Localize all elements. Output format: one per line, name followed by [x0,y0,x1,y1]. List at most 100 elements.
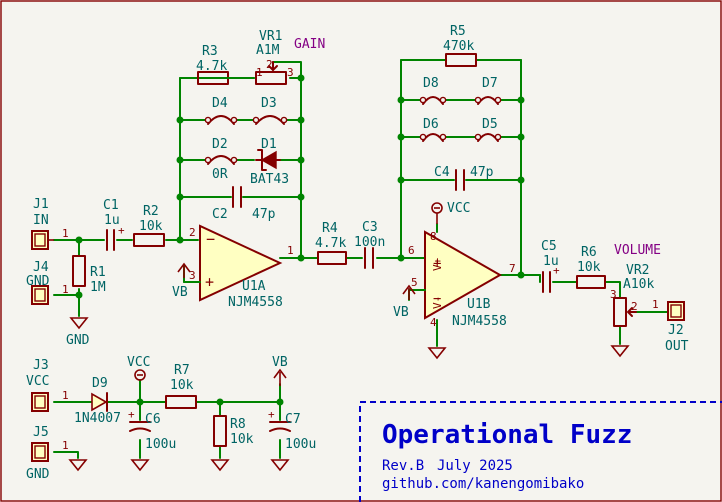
diode-jumper-d2: D2 0R [204,137,238,182]
j4-label: GND [26,274,50,289]
u1b-minus: − [433,291,441,307]
u1a-value: NJM4558 [228,295,283,310]
d9-ref: D9 [92,376,108,391]
r1-value: 1M [90,280,106,295]
vr1-ref: VR1 [259,29,282,44]
potentiometer-vr1: VR1 A1M 1 2 3 [255,29,294,85]
resistor-r5: R5 470k [443,24,477,67]
vcc-symbol-u1b: VCC [431,201,470,224]
j1-ref: J1 [33,197,49,212]
vr1-pin1: 1 [256,66,263,79]
j3-pin: 1 [62,389,69,402]
resistor-r7: R7 10k [165,363,197,409]
r4-value: 4.7k [315,236,346,251]
c7-value: 100u [285,437,316,452]
j3-label: VCC [26,374,49,389]
c5-value: 1u [543,254,559,269]
opamp-u1b: + − V+ V- 6 5 7 8 4 U1B NJM4558 [408,230,516,329]
c6-ref: C6 [145,412,161,427]
diode-d9: D9 1N4007 [74,376,121,426]
capacitor-c7: + C7 100u [268,408,316,452]
c5-ref: C5 [541,239,557,254]
r1-ref: R1 [90,265,106,280]
resistor-r4: R4 4.7k [315,221,347,265]
diode-jumper-d3: D3 [252,96,288,125]
connector-j5: J5 GND 1 [26,425,69,482]
r8-ref: R8 [230,417,246,432]
vb-symbol-u1b: VB [393,284,416,320]
u1a-pin1: 1 [287,244,294,257]
junctions [75,74,525,406]
wires [53,59,668,459]
gnd-symbol-vr2 [610,345,630,358]
vcc-symbol-supply: VCC [127,355,150,381]
potentiometer-vr2: VR2 A10k 3 2 [610,263,654,327]
capacitor-c6: + C6 100u [128,408,176,452]
u1a-ref: U1A [242,279,266,294]
net-label-volume: VOLUME [614,243,661,258]
j5-ref: J5 [33,425,49,440]
u1b-vminus: V- [431,296,444,309]
vb-label-supply: VB [272,355,288,370]
vr2-pin3: 3 [610,288,617,301]
diode-jumper-d6: D6 [419,117,447,142]
d1-value: BAT43 [250,172,289,187]
r5-ref: R5 [450,24,466,39]
connector-j1: J1 IN 1 [31,197,69,250]
r6-ref: R6 [581,245,597,260]
vr2-pin2: 2 [631,300,638,313]
d2-value: 0R [212,167,228,182]
github-url: github.com/kanengomibako [382,476,584,492]
j1-pin: 1 [62,227,69,240]
c2-ref: C2 [212,207,228,222]
u1a-pin3: 3 [189,269,196,282]
diode-jumper-d8: D8 [419,76,447,105]
r5-value: 470k [443,39,474,54]
revision: Rev.B [382,458,424,474]
d1-ref: D1 [261,137,277,152]
r4-ref: R4 [322,221,338,236]
d7-ref: D7 [482,76,498,91]
r2-ref: R2 [143,204,159,219]
d8-ref: D8 [423,76,439,91]
resistor-r1: R1 1M [72,255,106,295]
vr1-pin2: 2 [266,58,273,71]
j2-pin: 1 [652,298,659,311]
u1b-pin4: 4 [430,316,437,329]
d9-value: 1N4007 [74,411,121,426]
c3-ref: C3 [362,220,378,235]
diode-jumper-d4: D4 [204,96,238,125]
vcc-label-supply: VCC [127,355,150,370]
svg-text:+: + [128,408,135,421]
u1a-pin2: 2 [189,226,196,239]
j4-pin: 1 [62,283,69,296]
r3-value: 4.7k [196,59,227,74]
j1-label: IN [33,213,49,228]
gnd-label-1: GND [66,333,90,348]
resistor-r3: R3 4.7k [196,44,255,85]
vr2-ref: VR2 [626,263,649,278]
vb-label-u1a: VB [172,285,188,300]
j2-label: OUT [665,339,689,354]
resistor-r6: R6 10k [576,245,606,289]
connector-j3: J3 VCC 1 [26,358,69,412]
u1b-pin8: 8 [430,230,437,243]
c6-value: 100u [145,437,176,452]
r2-value: 10k [139,219,163,234]
c2-value: 47p [252,207,276,222]
u1b-vplus: V+ [431,257,444,271]
u1b-pin6: 6 [408,244,415,257]
j5-label: GND [26,467,50,482]
u1b-pin7: 7 [509,262,516,275]
vb-symbol-supply: VB [272,355,288,386]
gnd-symbol-r1: GND [66,317,90,348]
r6-value: 10k [577,260,601,275]
c7-ref: C7 [285,412,301,427]
vr2-value: A10k [623,277,654,292]
r8-value: 10k [230,432,254,447]
d3-ref: D3 [261,96,277,111]
u1a-minus: − [206,230,215,248]
opamp-u1a: − + 2 3 1 U1A NJM4558 [183,224,294,310]
c1-ref: C1 [103,198,119,213]
